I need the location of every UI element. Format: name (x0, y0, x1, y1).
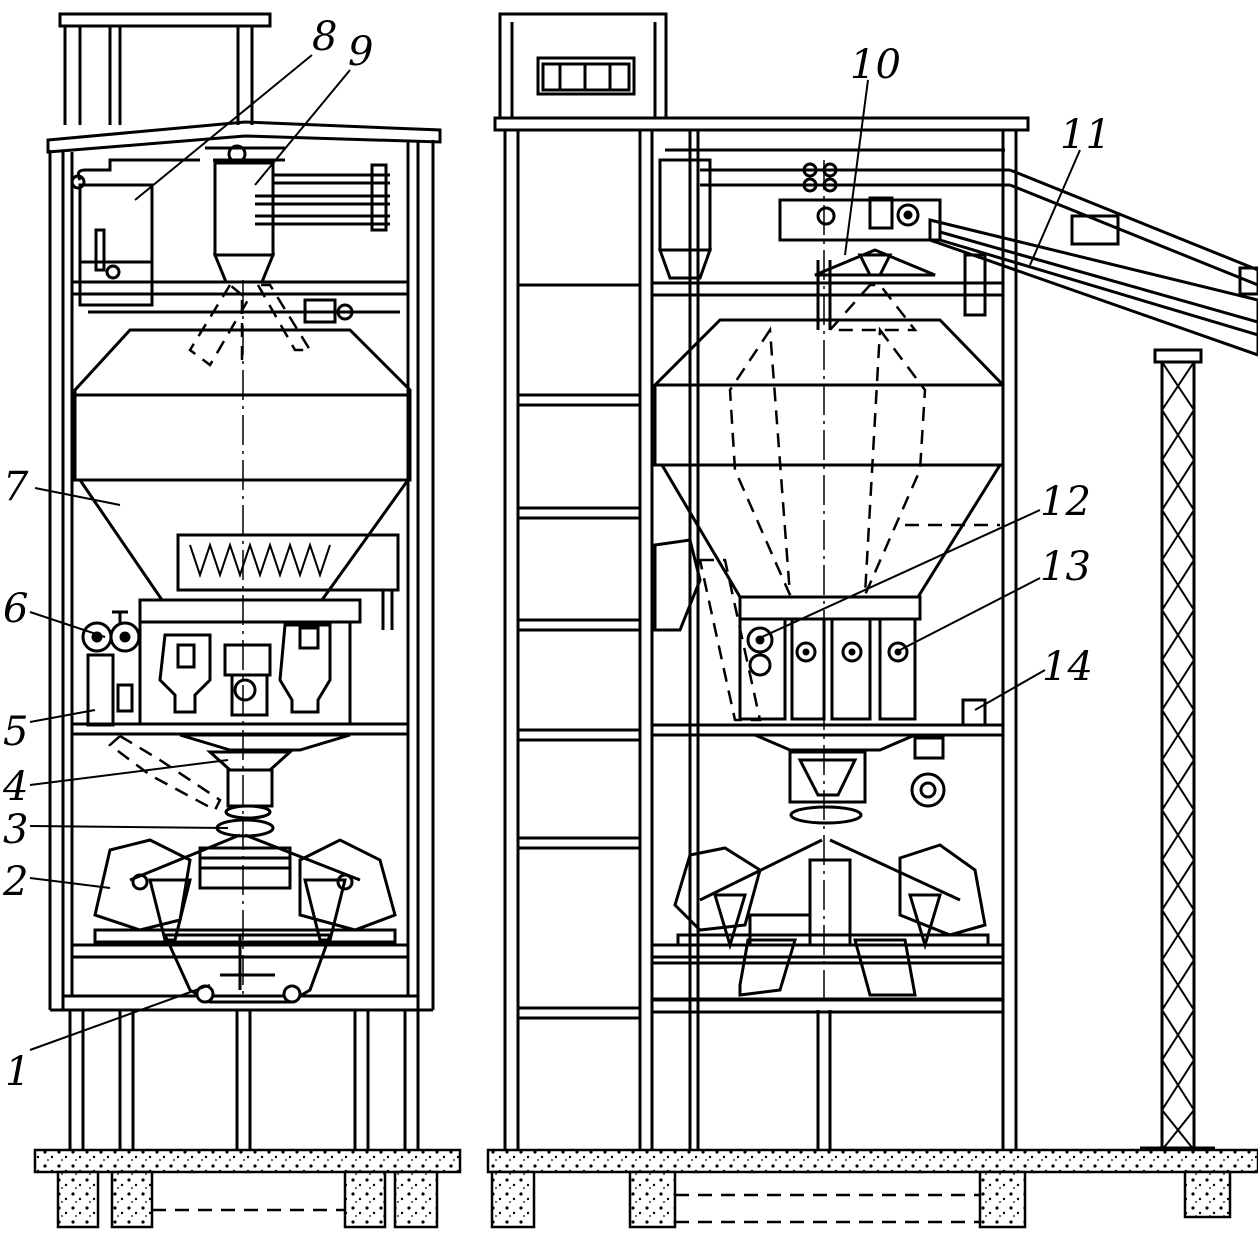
callout-6: 6 (3, 586, 28, 632)
callout-5: 5 (3, 709, 28, 755)
callout-10: 10 (850, 42, 901, 88)
callout-8: 8 (312, 14, 337, 60)
ground-and-foundations (33, 1148, 1258, 1229)
callout-3: 3 (3, 807, 28, 853)
callout-11: 11 (1060, 112, 1111, 158)
leader-lines (29, 54, 1081, 1051)
right-plant (493, 12, 1258, 1151)
callout-2: 2 (2, 859, 28, 905)
callout-1: 1 (5, 1049, 30, 1095)
left-plant (46, 12, 442, 1150)
callout-7: 7 (3, 464, 29, 510)
callouts: 1 2 3 4 5 6 7 8 9 10 11 12 13 14 (2, 14, 1111, 1095)
callout-4: 4 (2, 764, 28, 810)
callout-12: 12 (1040, 479, 1091, 525)
callout-13: 13 (1040, 544, 1091, 590)
callout-9: 9 (348, 29, 373, 75)
callout-14: 14 (1042, 644, 1093, 690)
